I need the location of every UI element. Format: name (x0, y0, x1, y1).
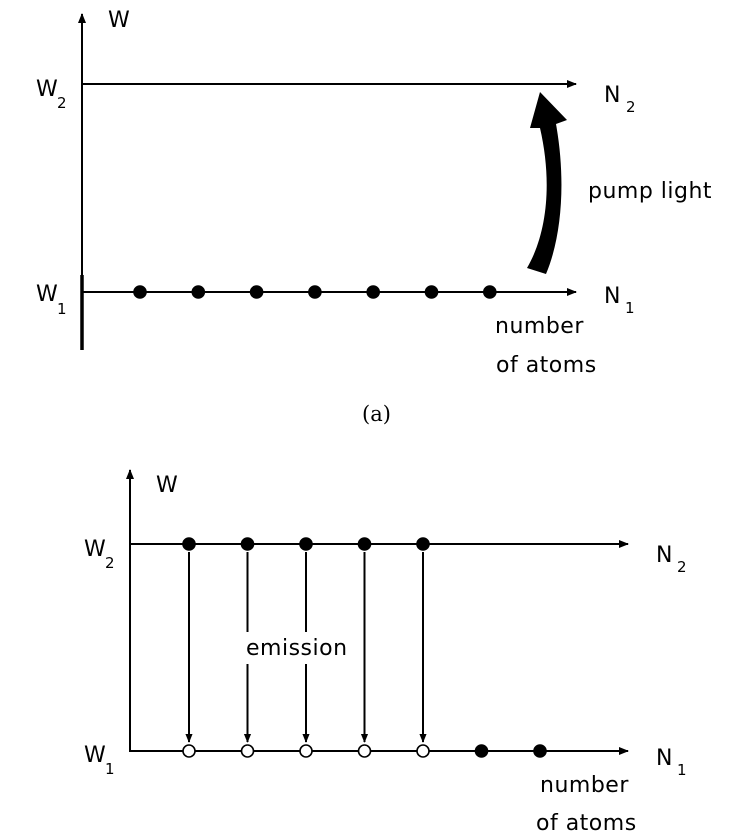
pump-light-label: pump light (588, 179, 712, 204)
lower-level-label-a: W (36, 282, 58, 307)
emission-label: emission (246, 636, 348, 661)
axis-label-b: W (156, 473, 178, 498)
upper-level-label-a: W (36, 77, 58, 102)
upper-level-label-sub-a: 2 (57, 94, 67, 112)
atom-excited (182, 537, 196, 551)
atom-excited (299, 537, 313, 551)
atom-filled (308, 285, 322, 299)
lower-population-sub-b: 1 (677, 761, 687, 779)
axis-note-a-line1: number (495, 314, 584, 339)
caption-a: (a) (362, 402, 391, 426)
upper-population-label-a: N (604, 83, 620, 108)
atom-excited (357, 537, 372, 551)
pump-arrow-icon (527, 92, 567, 274)
ground-atoms-b (182, 744, 547, 758)
diagram-b: W W 2 N 2 W 1 N 1 emission number of ato… (84, 469, 687, 836)
atom-filled (424, 285, 439, 299)
atom-excited (240, 537, 255, 551)
upper-population-sub-a: 2 (626, 98, 636, 116)
lower-level-label-sub-b: 1 (105, 760, 115, 778)
atom-filled (474, 744, 489, 758)
lower-population-sub-a: 1 (625, 299, 635, 317)
atom-empty (357, 744, 372, 758)
axis-note-b-line1: number (540, 773, 629, 798)
atom-empty (416, 744, 430, 758)
excited-atoms-b (182, 537, 430, 551)
atom-filled (191, 285, 206, 299)
upper-population-label-b: N (656, 543, 672, 568)
lower-level-label-b: W (84, 743, 106, 768)
atom-filled (249, 285, 264, 299)
atom-excited (416, 537, 430, 551)
atom-filled (482, 285, 497, 299)
atom-filled (366, 285, 381, 299)
diagram-a: W W 2 N 2 W 1 N 1 pump light number of a… (36, 8, 712, 378)
axis-note-a-line2: of atoms (496, 353, 597, 378)
ground-state-atoms-a (133, 285, 497, 299)
lower-population-label-a: N (604, 284, 620, 309)
lower-level-label-sub-a: 1 (57, 300, 67, 318)
upper-level-label-sub-b: 2 (105, 554, 115, 572)
axis-note-b-line2: of atoms (536, 811, 637, 836)
atom-filled (133, 285, 147, 299)
upper-population-sub-b: 2 (677, 558, 687, 576)
atom-empty (299, 744, 313, 758)
axis-label-a: W (108, 8, 130, 33)
atom-filled (533, 744, 547, 758)
lower-population-label-b: N (656, 746, 672, 771)
upper-level-label-b: W (84, 537, 106, 562)
atom-empty (240, 744, 255, 758)
emission-label-backdrop (243, 632, 355, 664)
atom-empty (182, 744, 196, 758)
